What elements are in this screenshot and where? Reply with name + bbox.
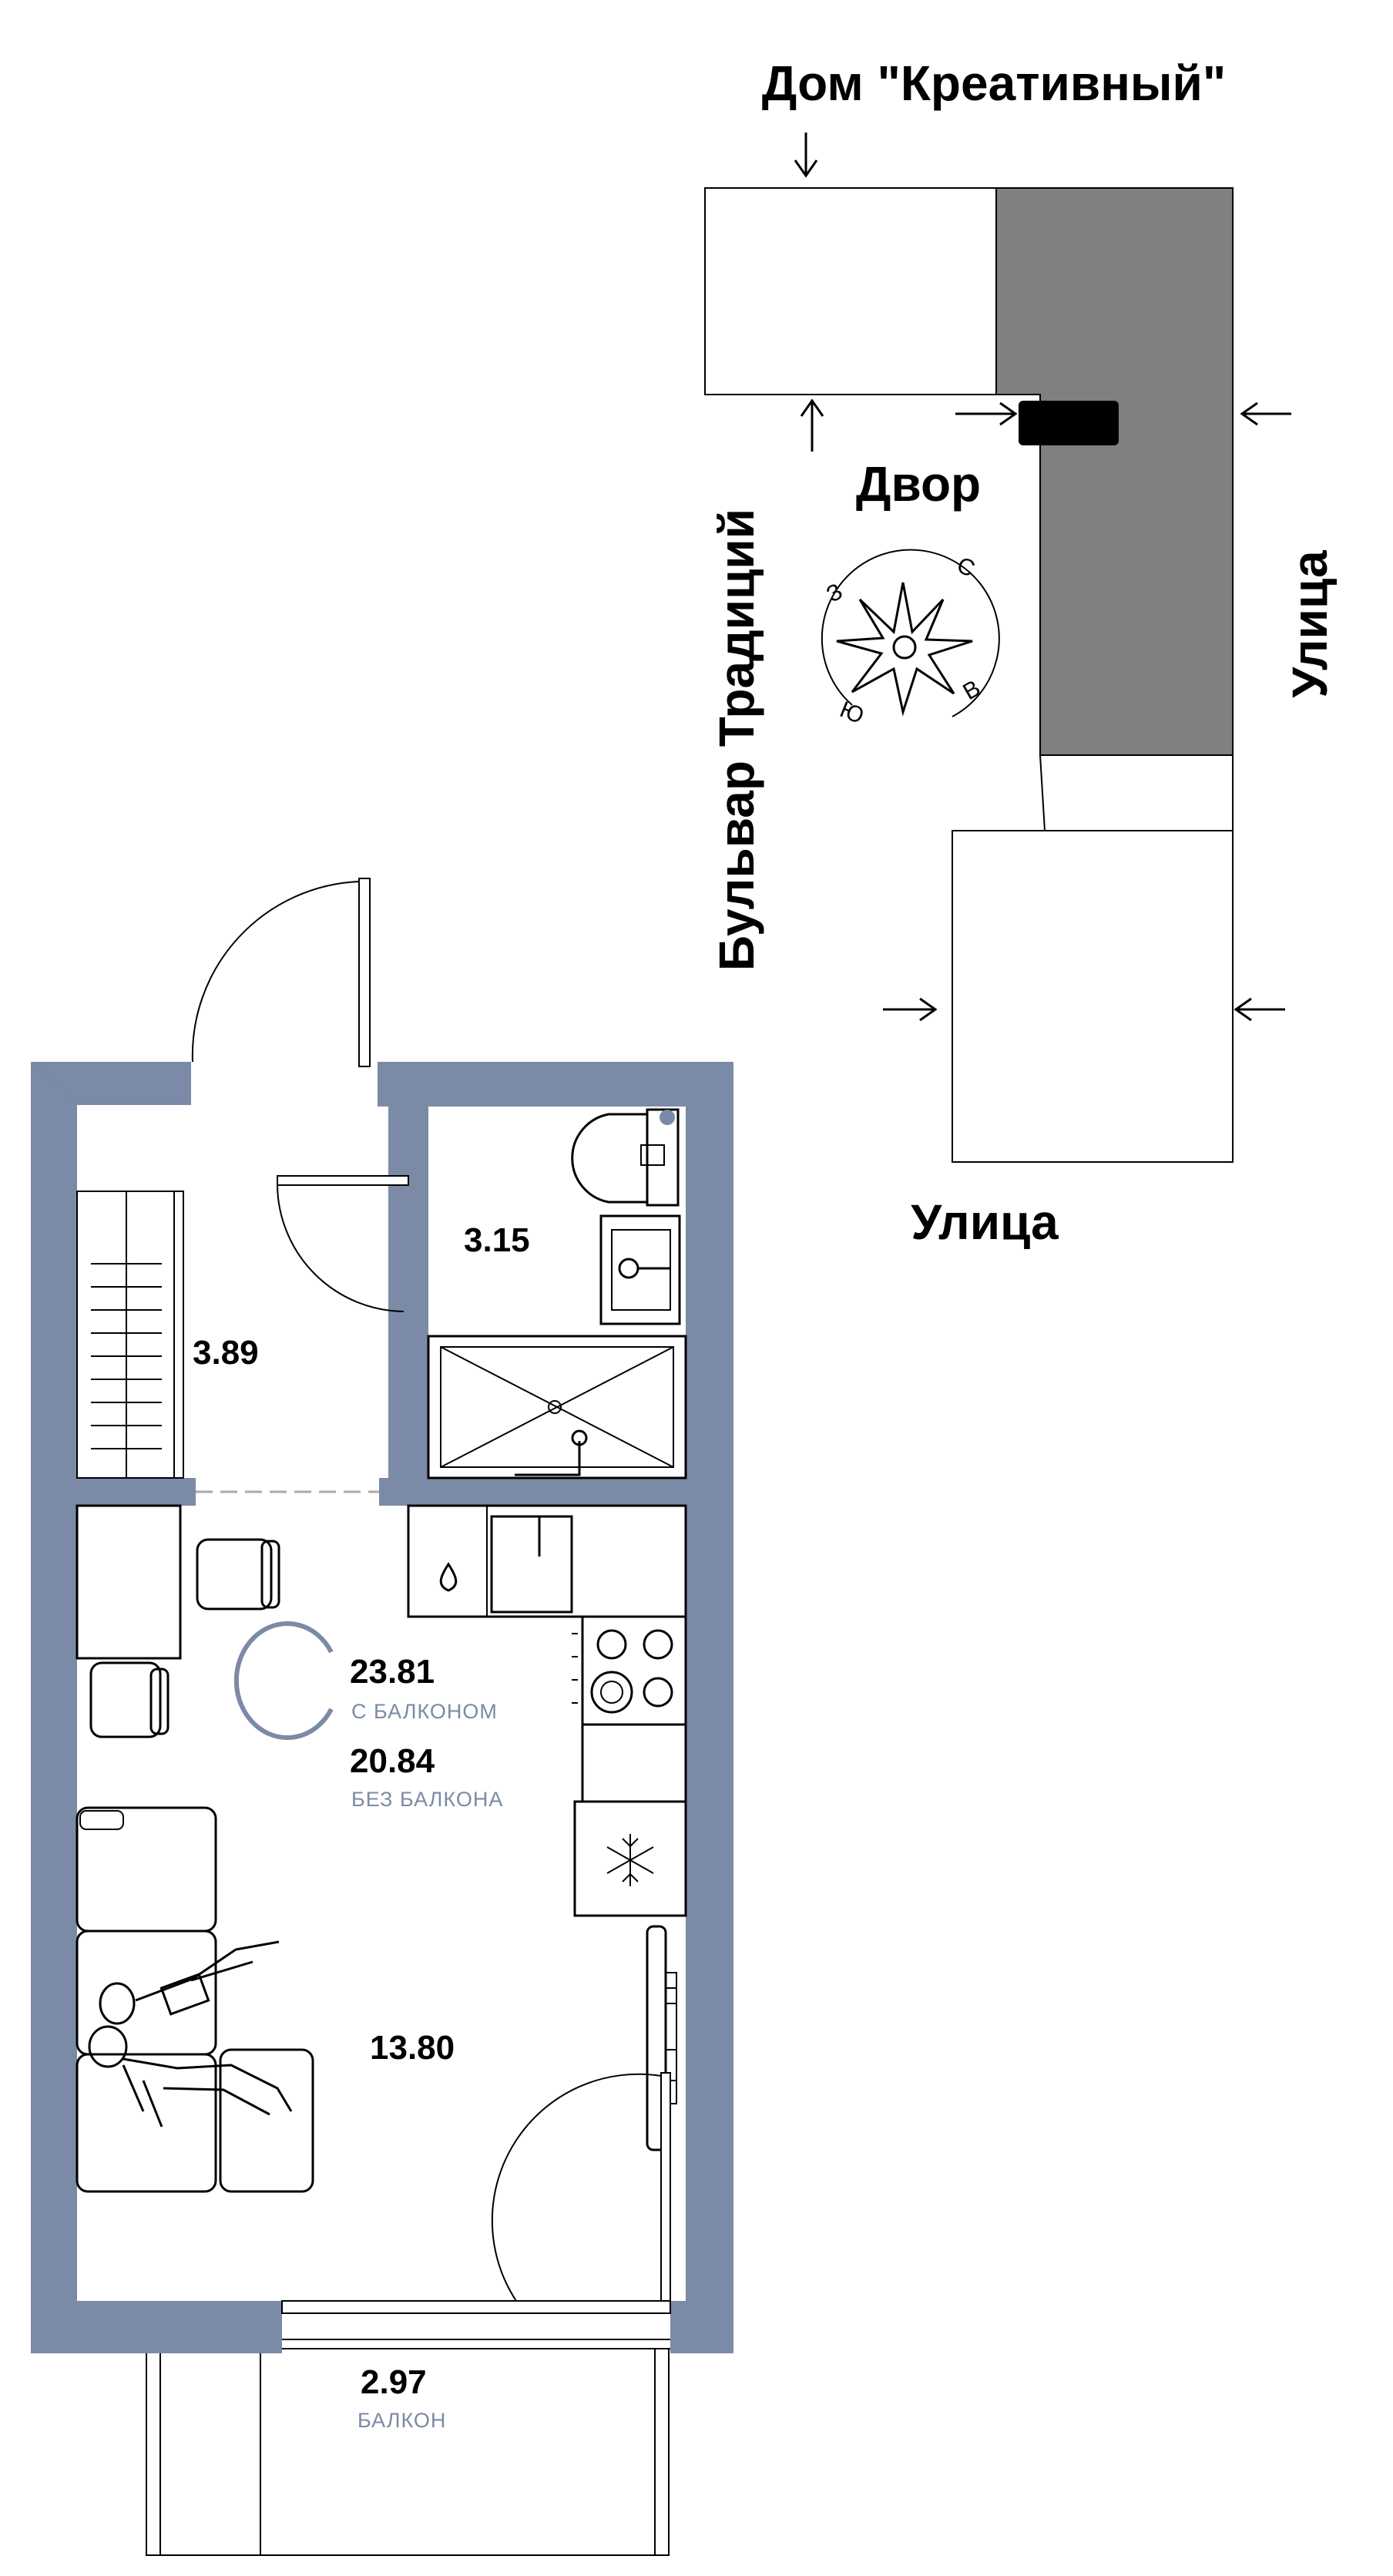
apartment-type-letter [233, 1621, 334, 1740]
compass-rose-icon: С В Ю З [821, 549, 1000, 729]
kitchen-counter [407, 1504, 687, 1618]
chair-icon [89, 1661, 170, 1738]
apartment-plan: 3.89 3.15 13.80 2.97 БАЛКОН С 23.81 С БА… [31, 878, 733, 2556]
arrow-icon [1240, 401, 1291, 426]
arrow-icon [1234, 997, 1285, 1022]
desk [76, 1504, 182, 1660]
bathroom-area: 3.15 [464, 1221, 530, 1259]
entrance-door [191, 878, 371, 1067]
balcony-door [281, 2072, 671, 2314]
building-section-bottom [952, 830, 1234, 1163]
site-plan: Дом "Креативный" Двор Улица Улица Бульва… [704, 55, 1338, 1250]
bathroom-sink-icon [599, 1214, 681, 1325]
building-section-highlighted [995, 187, 1234, 756]
balcony-area: 2.97 [361, 2363, 427, 2401]
building-name: Дом "Креативный" [762, 55, 1226, 111]
street-bottom-label: Улица [911, 1194, 1059, 1250]
water-drop-icon [439, 1562, 458, 1592]
tv-icon [646, 1925, 677, 2151]
chair-icon [196, 1538, 280, 1610]
building-section-middle [1039, 754, 1234, 831]
boulevard-label: Бульвар Традиций [709, 509, 764, 971]
stove-icon [572, 1615, 687, 1726]
arrow-icon [800, 398, 824, 452]
arrow-icon [794, 133, 818, 178]
main-room-area: 13.80 [370, 2029, 455, 2067]
people-illustration-icon [88, 1940, 293, 2128]
total-area: 23.81 [350, 1653, 435, 1691]
compass-east: В [958, 675, 985, 705]
fridge-icon [573, 1800, 687, 1917]
arrow-icon [883, 997, 938, 1022]
toilet-icon [571, 1108, 680, 1207]
apartment-type-letter-text: С [262, 1694, 263, 1696]
street-right-label: Улица [1282, 550, 1338, 698]
kitchen-cabinet [581, 1723, 687, 1803]
courtyard-label: Двор [856, 456, 981, 512]
wardrobe [76, 1191, 184, 1479]
walls [31, 1062, 733, 2353]
balcony-caption: БАЛКОН [357, 2409, 446, 2432]
bathroom-door [277, 1175, 409, 1312]
shower-tray-icon [427, 1335, 687, 1479]
building-section-top-left [704, 187, 997, 395]
hall-area: 3.89 [193, 1334, 259, 1372]
arrow-icon [955, 401, 1018, 426]
compass-south: Ю [836, 697, 867, 729]
area-without-balcony: 20.84 [350, 1742, 435, 1780]
area-without-balcony-caption: БЕЗ БАЛКОНА [351, 1788, 503, 1811]
total-area-caption: С БАЛКОНОМ [351, 1700, 498, 1723]
sofa-icon [76, 1806, 314, 2193]
unit-marker [1019, 401, 1119, 445]
compass-west: З [822, 579, 847, 608]
snowflake-icon [606, 1834, 654, 1886]
